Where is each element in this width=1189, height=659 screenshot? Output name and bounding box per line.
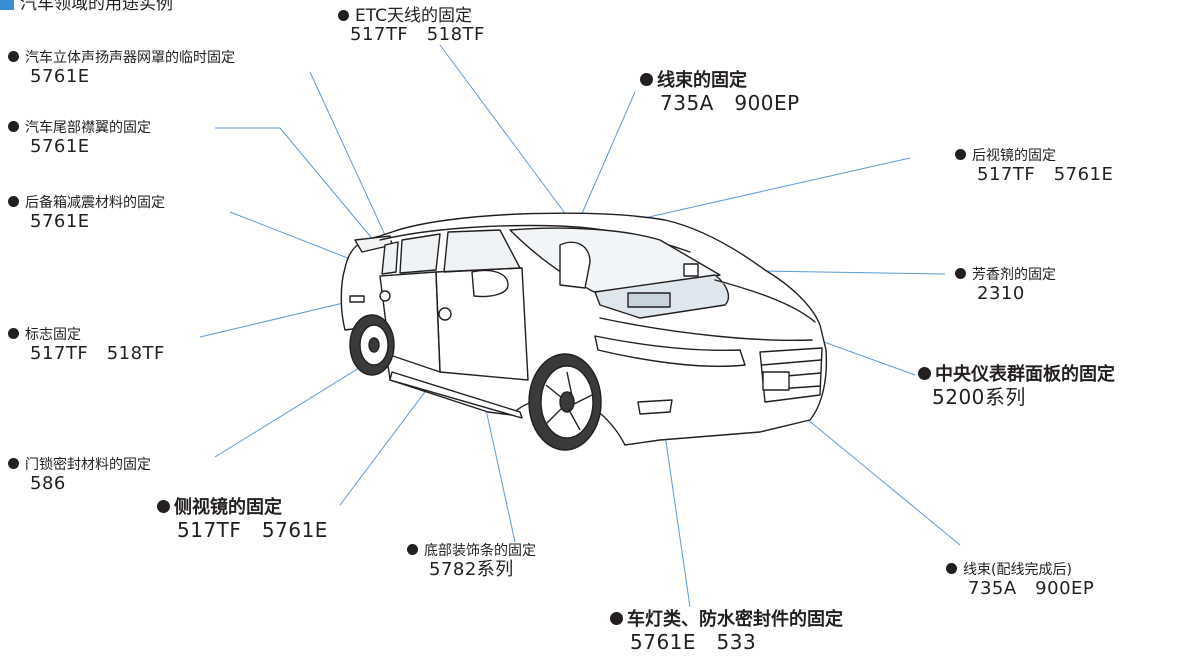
leader-spoiler [215, 127, 376, 243]
annotation-codes: 517TF 5761E [977, 164, 1114, 185]
annotation-label: 门锁密封材料的固定 [25, 457, 151, 473]
leader-molding [484, 404, 516, 543]
leader-speaker [309, 71, 386, 236]
annotation-codes: 5761E [30, 136, 90, 157]
bullet-icon [8, 51, 19, 62]
front-wheel [528, 353, 602, 451]
rear-quarter-window [381, 241, 399, 275]
license-plate [762, 371, 790, 391]
leader-etc [439, 44, 571, 221]
annotation-codes: 586 [30, 473, 66, 494]
annotation-codes: 5782系列 [429, 559, 514, 580]
header-square-icon [0, 0, 14, 10]
annotation-harness-after-wiring: 线束(配线完成后) 735A 900EP [946, 562, 1094, 599]
annotation-codes: 517TF 5761E [177, 518, 328, 542]
hood-crease [599, 317, 813, 342]
annotation-label: 侧视镜的固定 [174, 497, 282, 518]
bullet-icon [610, 612, 623, 625]
fog-lamp [637, 399, 673, 415]
annotation-etc-antenna: ETC天线的固定 517TF 518TF [338, 8, 485, 45]
annotation-codes: 517TF 518TF [30, 343, 165, 364]
fragrance-can [683, 263, 699, 277]
bullet-icon [8, 196, 19, 207]
annotation-codes: 2310 [977, 283, 1025, 304]
rear-door-window [399, 233, 441, 274]
side-mirror [471, 269, 509, 298]
annotation-harness: 线束的固定 735A 900EP [640, 70, 800, 114]
annotation-codes: 5761E [30, 66, 90, 87]
annotation-codes: 5761E 533 [630, 630, 757, 654]
annotation-label: 线束(配线完成后) [963, 562, 1072, 578]
bullet-icon [946, 563, 957, 574]
emblem [349, 295, 365, 303]
annotation-label: ETC天线的固定 [355, 6, 472, 26]
rear-handle [379, 290, 391, 302]
annotation-codes: 735A 900EP [660, 91, 800, 115]
annotation-fragrance: 芳香剂的固定 2310 [955, 267, 1056, 304]
bullet-icon [918, 367, 931, 380]
annotation-label: 后备箱减震材料的固定 [25, 195, 165, 211]
bullet-icon [955, 268, 966, 279]
annotation-label: 车灯类、防水密封件的固定 [627, 609, 843, 630]
side-sill [389, 371, 523, 419]
annotation-label: 芳香剂的固定 [972, 267, 1056, 283]
headlight [594, 335, 746, 367]
bullet-icon [157, 500, 170, 513]
annotation-underbody-molding: 底部装饰条的固定 5782系列 [407, 543, 536, 580]
bullet-icon [8, 458, 19, 469]
seat [559, 241, 591, 289]
annotation-lamps-seals: 车灯类、防水密封件的固定 5761E 533 [610, 609, 843, 653]
bullet-icon [955, 149, 966, 160]
annotation-label: 汽车立体声扬声器网罩的临时固定 [25, 50, 235, 66]
bullet-icon [8, 328, 19, 339]
annotation-codes: 5200系列 [932, 385, 1026, 409]
annotation-trunk-damper: 后备箱减震材料的固定 5761E [8, 195, 165, 232]
cluster-panel [627, 292, 671, 308]
annotation-door-seal: 门锁密封材料的固定 586 [8, 457, 151, 494]
annotation-codes: 735A 900EP [968, 578, 1095, 599]
leader-harness [579, 91, 636, 219]
annotation-label: 标志固定 [25, 327, 81, 343]
car-body [340, 212, 828, 446]
leader-emblem [199, 299, 357, 338]
bullet-icon [338, 10, 349, 21]
header-title: 汽车领域的用途实例 [20, 0, 173, 14]
rear-wheel [349, 314, 395, 376]
annotation-codes: 5761E [30, 211, 90, 232]
annotation-rear-spoiler: 汽车尾部襟翼的固定 5761E [8, 120, 151, 157]
door-handle [438, 307, 452, 321]
annotation-rear-mirror: 后视镜的固定 517TF 5761E [955, 148, 1113, 185]
annotation-label: 汽车尾部襟翼的固定 [25, 120, 151, 136]
bullet-icon [407, 544, 418, 555]
annotation-emblem: 标志固定 517TF 518TF [8, 327, 165, 364]
annotation-label: 中央仪表群面板的固定 [935, 364, 1115, 385]
annotation-side-mirror: 侧视镜的固定 517TF 5761E [157, 497, 328, 541]
leader-mirror-rear [599, 157, 911, 229]
annotation-codes: 517TF 518TF [350, 24, 485, 45]
annotation-cluster-panel: 中央仪表群面板的固定 5200系列 [918, 364, 1115, 408]
annotation-label: 底部装饰条的固定 [424, 543, 536, 559]
bullet-icon [8, 121, 19, 132]
page-header: 汽车领域的用途实例 [0, 0, 173, 14]
annotation-label: 后视镜的固定 [972, 148, 1056, 164]
annotation-speaker-grille: 汽车立体声扬声器网罩的临时固定 5761E [8, 50, 235, 87]
annotation-label: 线束的固定 [657, 70, 747, 91]
bullet-icon [640, 73, 653, 86]
leader-trunk [229, 211, 359, 263]
hood-line [714, 279, 816, 323]
